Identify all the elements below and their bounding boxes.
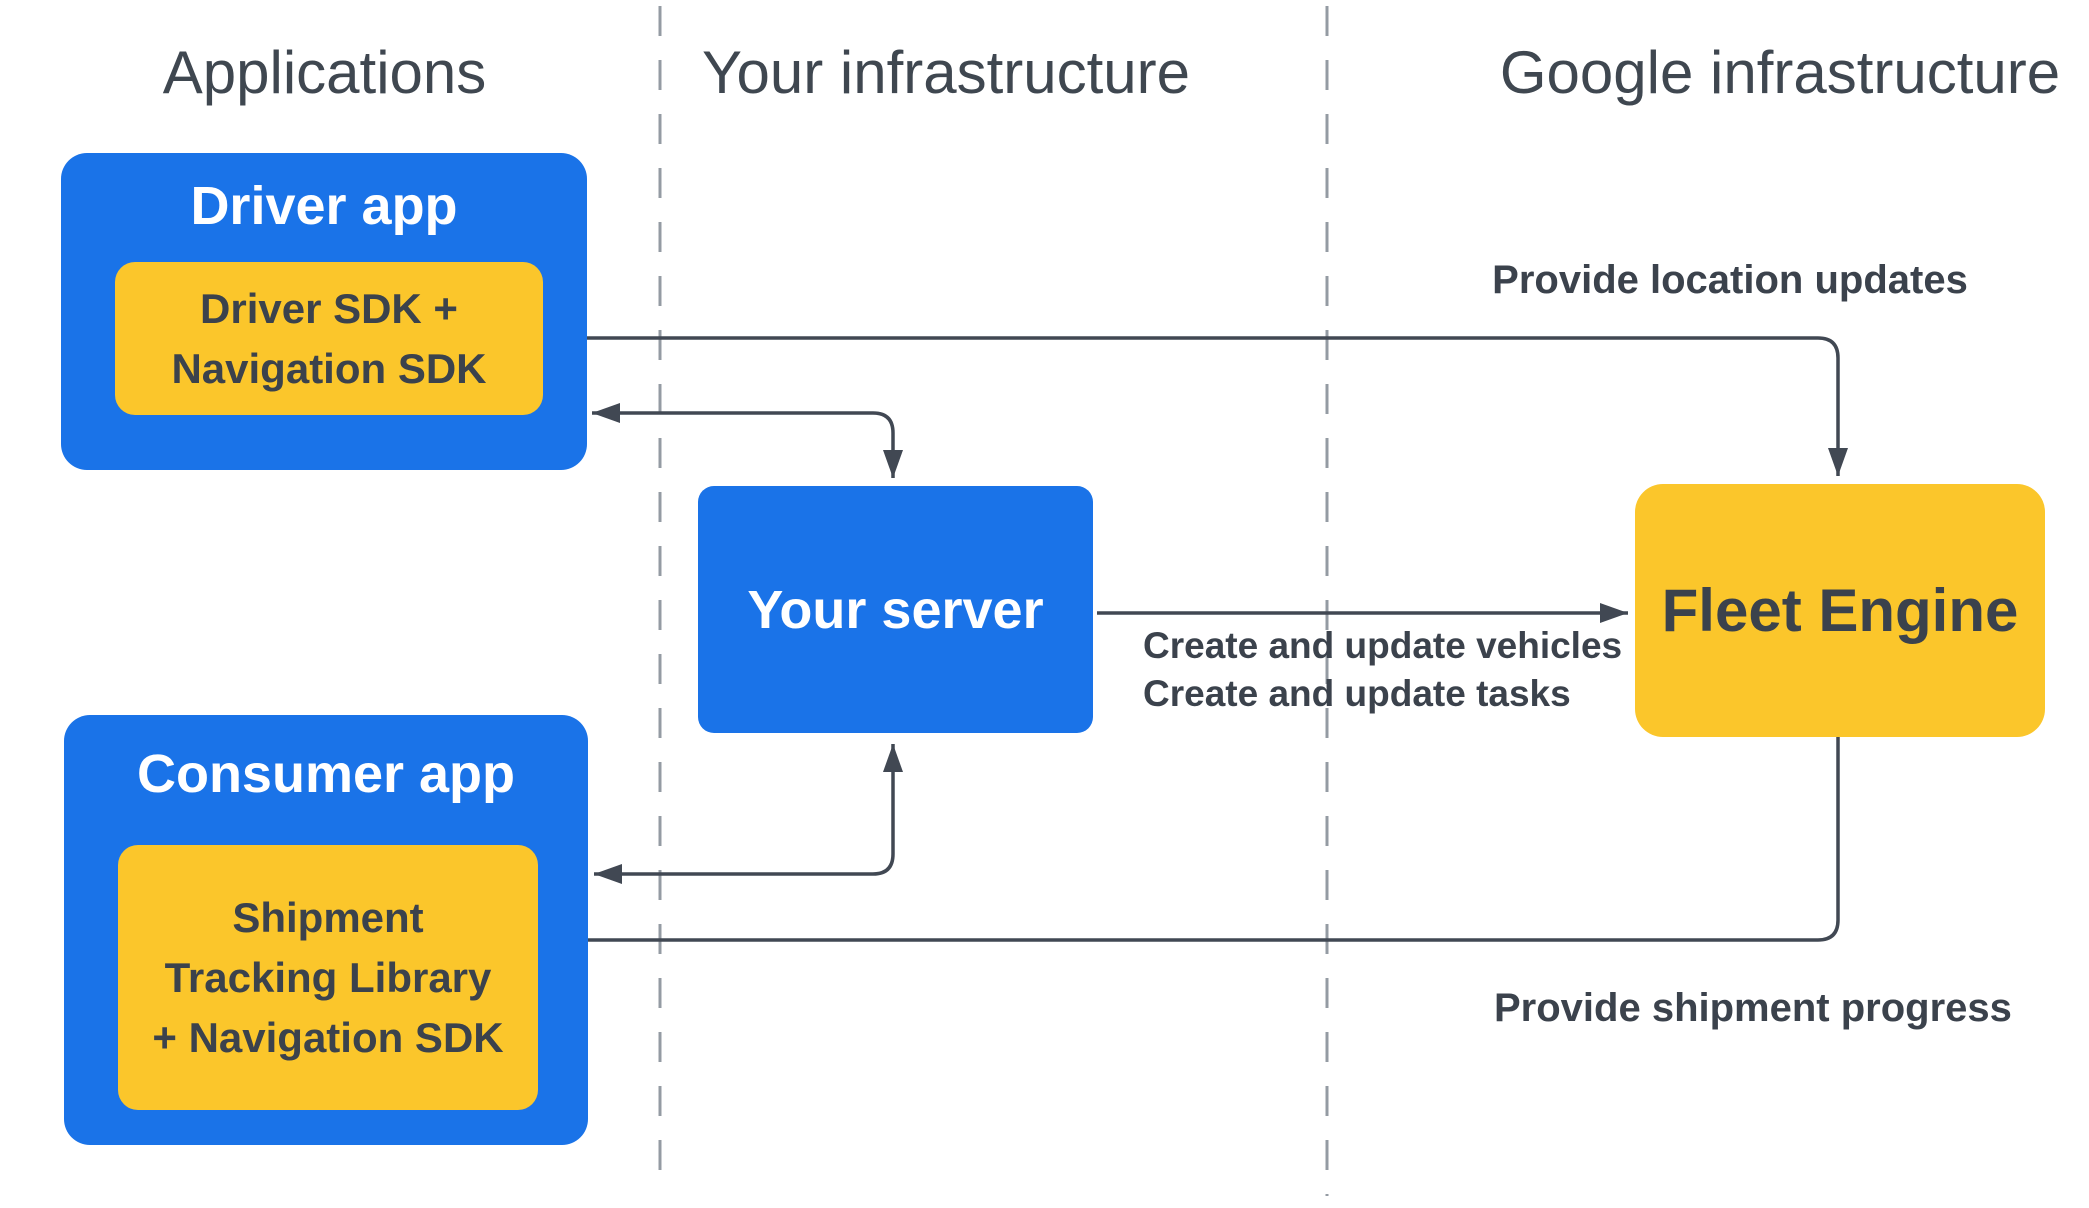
column-header-google-infrastructure: Google infrastructure xyxy=(1499,39,2061,106)
arrow-driver-sdk-fleet-engine-location-updates xyxy=(549,328,1848,476)
label-create-update-tasks: Create and update tasks xyxy=(1143,673,1571,714)
column-header-applications: Applications xyxy=(162,39,487,106)
shipment-library-label-line: Tracking Library xyxy=(164,953,492,1001)
label-provide-location-updates: Provide location updates xyxy=(1492,258,1968,302)
shipment-tracking-library-box: Shipment Tracking Library + Navigation S… xyxy=(118,845,538,1110)
column-header-your-infrastructure: Your infrastructure xyxy=(701,39,1191,106)
your-server-box: Your server xyxy=(698,486,1093,733)
arrow-consumer-app-your-server xyxy=(594,744,903,884)
label-create-and-update: Create and update vehicles Create and up… xyxy=(1143,622,1622,718)
label-provide-shipment-progress: Provide shipment progress xyxy=(1494,986,2012,1030)
driver-app-title: Driver app xyxy=(190,176,458,236)
your-server-title: Your server xyxy=(747,579,1044,640)
arrow-fleet-engine-to-shipment-library-progress xyxy=(544,737,1840,950)
fleet-engine-box: Fleet Engine xyxy=(1635,484,2045,737)
consumer-app-title: Consumer app xyxy=(136,744,516,804)
arrow-driver-app-your-server xyxy=(592,403,903,478)
driver-sdk-label-line: Driver SDK + xyxy=(200,284,458,332)
fleet-engine-title: Fleet Engine xyxy=(1661,576,2019,644)
label-create-update-vehicles: Create and update vehicles xyxy=(1143,625,1623,666)
driver-sdk-box: Driver SDK + Navigation SDK xyxy=(115,262,543,415)
shipment-library-label-line: Shipment xyxy=(232,893,424,941)
shipment-library-label-line: + Navigation SDK xyxy=(152,1013,504,1061)
driver-sdk-label-line: Navigation SDK xyxy=(171,344,487,392)
